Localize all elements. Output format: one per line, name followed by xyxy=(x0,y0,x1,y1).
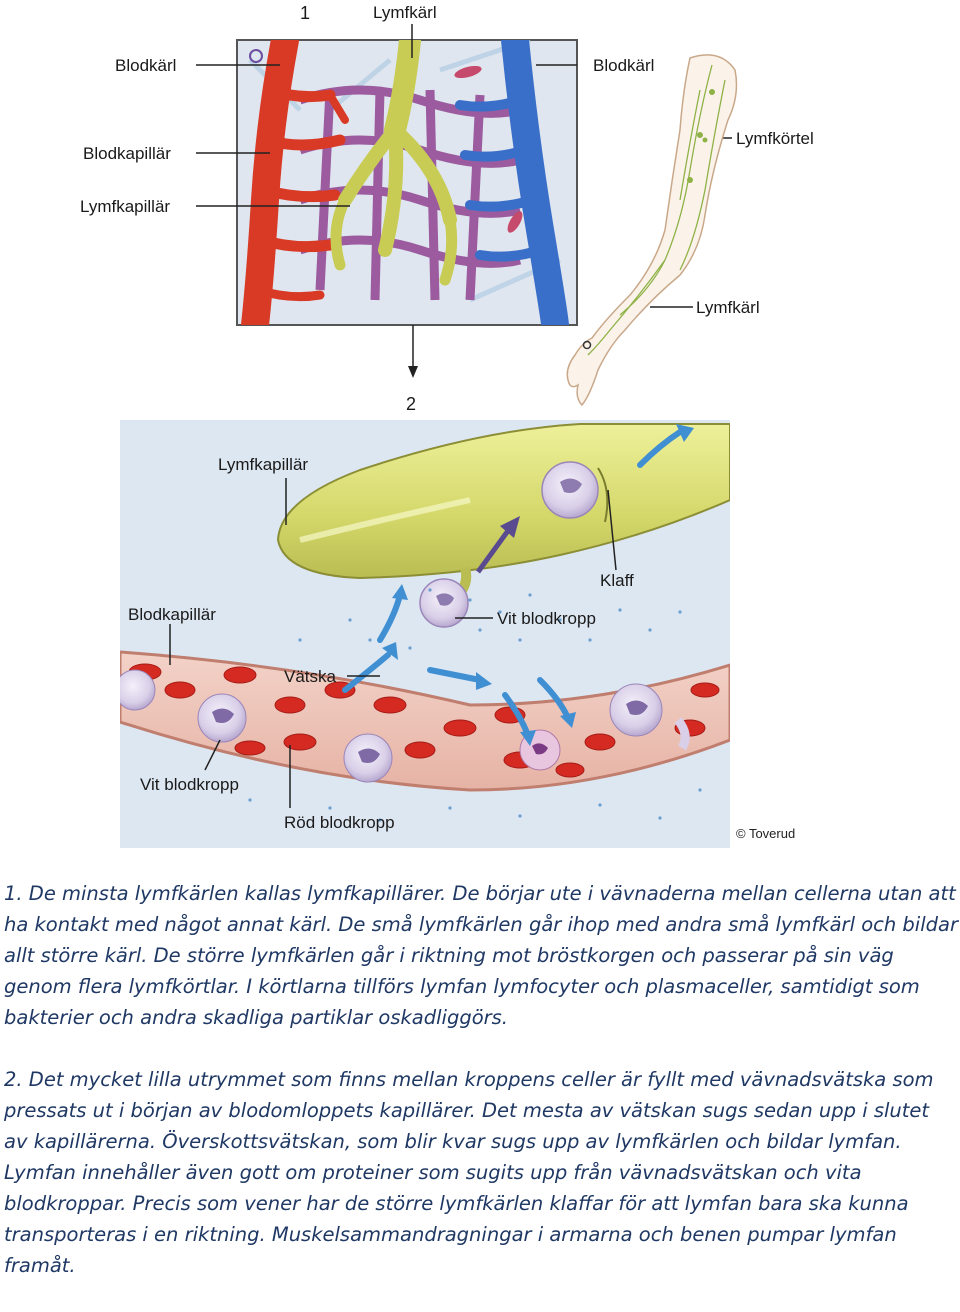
label-lymph-capillary-2: Lymfkapillär xyxy=(218,455,308,474)
caption-paragraph-1: 1. De minsta lymfkärlen kallas lymfkapil… xyxy=(4,882,958,1029)
label-lymph-node: Lymfkörtel xyxy=(736,129,814,148)
arrow-head xyxy=(500,516,520,538)
cell-nucleus xyxy=(436,593,454,606)
cell-leaving xyxy=(674,717,690,751)
label-blood-vessel-right: Blodkärl xyxy=(593,56,654,75)
arrow-heads xyxy=(382,424,694,746)
label-lymph-vessel-arm: Lymfkärl xyxy=(696,298,760,317)
figure-1: 1 2 Lymfkärl Blodkärl Blodkärl Blodkapil… xyxy=(80,3,814,414)
tissue-cell xyxy=(249,49,263,63)
white-blood-cells-capillary xyxy=(120,669,663,783)
figure-1-number: 1 xyxy=(300,3,310,23)
tissue-cell xyxy=(454,65,482,79)
label-blood-capillary-2: Blodkapillär xyxy=(128,605,216,624)
label-white-cell-bottom: Vit blodkropp xyxy=(140,775,239,794)
copyright: © Toverud xyxy=(736,826,795,841)
caption-paragraph-2: 2. Det mycket lilla utrymmet som finns m… xyxy=(4,1068,934,1277)
lymph-capillary xyxy=(276,423,730,580)
leader-lines xyxy=(196,24,732,308)
lymph-highlight xyxy=(299,497,471,543)
cell-nucleus xyxy=(560,478,582,493)
cell-entry-arrow xyxy=(475,526,513,574)
label-fluid: Vätska xyxy=(284,667,337,686)
label-white-cell-top: Vit blodkropp xyxy=(497,609,596,628)
arrow-head xyxy=(408,366,418,378)
valve xyxy=(597,467,609,523)
arm-illustration xyxy=(566,54,738,407)
figure-2-number: 2 xyxy=(406,394,416,414)
blood-vessel-right xyxy=(455,40,569,325)
label-lymph-vessel: Lymfkärl xyxy=(373,3,437,22)
label-blood-vessel-left: Blodkärl xyxy=(115,56,176,75)
lymphatic-diagram: 1 2 Lymfkärl Blodkärl Blodkärl Blodkapil… xyxy=(80,3,814,848)
label-valve: Klaff xyxy=(600,571,634,590)
tissue-cell xyxy=(507,211,523,233)
leader-lines-2 xyxy=(169,478,617,808)
figure-2: Lymfkapillär Klaff Vit blodkropp Blodkap… xyxy=(120,420,795,848)
label-blood-capillary: Blodkapillär xyxy=(83,144,171,163)
label-lymph-capillary: Lymfkapillär xyxy=(80,197,170,216)
blood-vessel-left xyxy=(241,40,349,325)
label-red-cell: Röd blodkropp xyxy=(284,813,395,832)
caption: 1. De minsta lymfkärlen kallas lymfkapil… xyxy=(4,878,958,1312)
